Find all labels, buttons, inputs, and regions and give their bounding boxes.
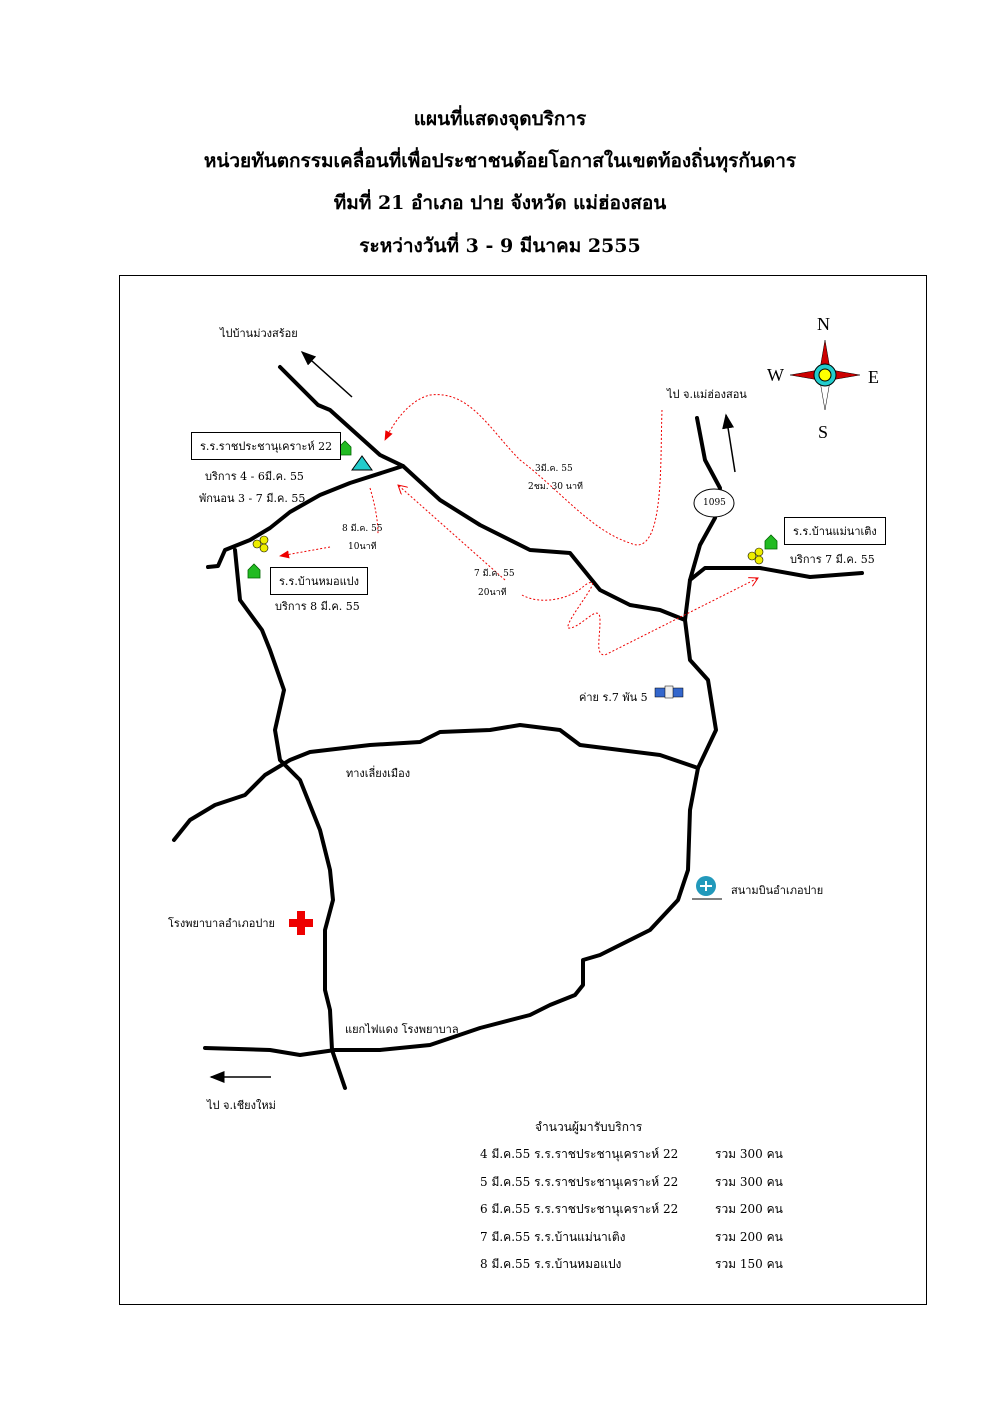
road-west-branch	[206, 464, 405, 569]
school-box-2: ร.ร.บ้านหมอแปง	[270, 567, 369, 595]
tent-icon	[351, 455, 373, 471]
title-line-3: ทีมที่ 21 อำเภอ ปาย จังหวัด แม่ฮ่องสอน	[333, 192, 667, 214]
summary-entry: 6 มี.ค.55 ร.ร.ราชประชานุเคราะห์ 22	[480, 1202, 679, 1216]
summary-row: 6 มี.ค.55 ร.ร.ราชประชานุเคราะห์ 22 รวม 20…	[480, 1200, 783, 1228]
arrow-to-mae-hong-son	[722, 413, 736, 473]
compass-west: W	[767, 365, 784, 385]
road-east-branch	[688, 566, 864, 582]
label-to-chiang-mai: ไป จ.เชียงใหม่	[207, 1099, 276, 1112]
summary-heading: จำนวนผู้มารับบริการ	[535, 1120, 643, 1134]
camp-building-icon	[654, 685, 684, 699]
road-1095	[683, 416, 722, 622]
label-to-mae-hong-son: ไป จ.แม่ฮ่องสอน	[667, 388, 747, 401]
route-8-mar	[280, 487, 379, 556]
school-1-stay: พักนอน 3 - 7 มี.ค. 55	[199, 492, 306, 505]
summary-row: 4 มี.ค.55 ร.ร.ราชประชานุเคราะห์ 22 รวม 30…	[480, 1145, 783, 1173]
school-icon	[247, 440, 778, 579]
route-3-mar	[384, 394, 663, 546]
trip-3-duration: 20นาที	[478, 588, 507, 598]
label-airport: สนามบินอำเภอปาย	[731, 884, 824, 897]
trip-1-date: 3มี.ค. 55	[535, 464, 573, 474]
summary-row: 7 มี.ค.55 ร.ร.บ้านแม่นาเติง รวม 200 คน	[480, 1228, 783, 1256]
title-line-1: แผนที่แสดงจุดบริการ	[413, 108, 587, 130]
hospital-cross-icon	[289, 911, 313, 935]
school-2-service: บริการ 8 มี.ค. 55	[275, 600, 360, 613]
road-west-south	[233, 548, 347, 1090]
summary-entry: 4 มี.ค.55 ร.ร.ราชประชานุเคราะห์ 22	[480, 1147, 679, 1161]
compass-north: N	[817, 314, 830, 334]
summary-row: 5 มี.ค.55 ร.ร.ราชประชานุเคราะห์ 22 รวม 30…	[480, 1173, 783, 1201]
compass-south: S	[818, 422, 829, 442]
summary-entry: 5 มี.ค.55 ร.ร.ราชประชานุเคราะห์ 22	[480, 1174, 679, 1189]
title-line-2: หน่วยทันตกรรมเคลื่อนที่เพื่อประชาชนด้อยโ…	[203, 150, 797, 172]
compass-rose-icon	[789, 339, 861, 411]
summary-entry: 8 มี.ค.55 ร.ร.บ้านหมอแปง	[480, 1257, 622, 1271]
route-1095-label: 1095	[703, 498, 726, 508]
route-7-mar-b	[521, 578, 758, 656]
school-box-1: ร.ร.ราชประชานุเคราะห์ 22	[191, 432, 342, 460]
summary-entry: 7 มี.ค.55 ร.ร.บ้านแม่นาเติง	[480, 1229, 626, 1244]
airport-icon	[692, 876, 722, 900]
summary-total: รวม 300 คน	[715, 1147, 783, 1161]
trip-2-date: 8 มี.ค. 55	[342, 524, 383, 534]
service-summary: จำนวนผู้มารับบริการ 4 มี.ค.55 ร.ร.ราชประ…	[480, 1118, 783, 1283]
label-traffic-light: แยกไฟแดง โรงพยาบาล	[345, 1023, 459, 1036]
summary-total: รวม 150 คน	[715, 1257, 783, 1271]
dental-chair-icon	[252, 535, 764, 565]
label-camp: ค่าย ร.7 พัน 5	[579, 691, 648, 704]
school-1-service: บริการ 4 - 6มี.ค. 55	[205, 470, 304, 483]
title-line-4: ระหว่างวันที่ 3 - 9 มีนาคม 2555	[359, 235, 641, 257]
summary-row: 8 มี.ค.55 ร.ร.บ้านหมอแปง รวม 150 คน	[480, 1255, 783, 1283]
summary-total: รวม 200 คน	[715, 1229, 783, 1244]
school-box-3: ร.ร.บ้านแม่นาเติง	[784, 517, 886, 545]
summary-total: รวม 200 คน	[715, 1202, 783, 1216]
trip-2-duration: 10นาที	[348, 542, 377, 552]
compass-east: E	[868, 367, 879, 387]
label-hospital: โรงพยาบาลอำเภอปาย	[168, 917, 275, 930]
trip-3-date: 7 มี.ค. 55	[474, 569, 515, 579]
arrow-to-muang-soi	[300, 350, 353, 398]
label-bypass: ทางเลี่ยงเมือง	[346, 767, 411, 780]
summary-total: รวม 300 คน	[715, 1174, 783, 1189]
trip-1-duration: 2ชม. 30 นาที	[528, 482, 583, 492]
school-3-service: บริการ 7 มี.ค. 55	[790, 553, 875, 566]
label-to-muang-soi: ไปบ้านม่วงสร้อย	[220, 327, 298, 340]
route-1095-badge	[693, 488, 735, 518]
road-bypass	[172, 723, 700, 842]
map-frame	[119, 275, 927, 1305]
